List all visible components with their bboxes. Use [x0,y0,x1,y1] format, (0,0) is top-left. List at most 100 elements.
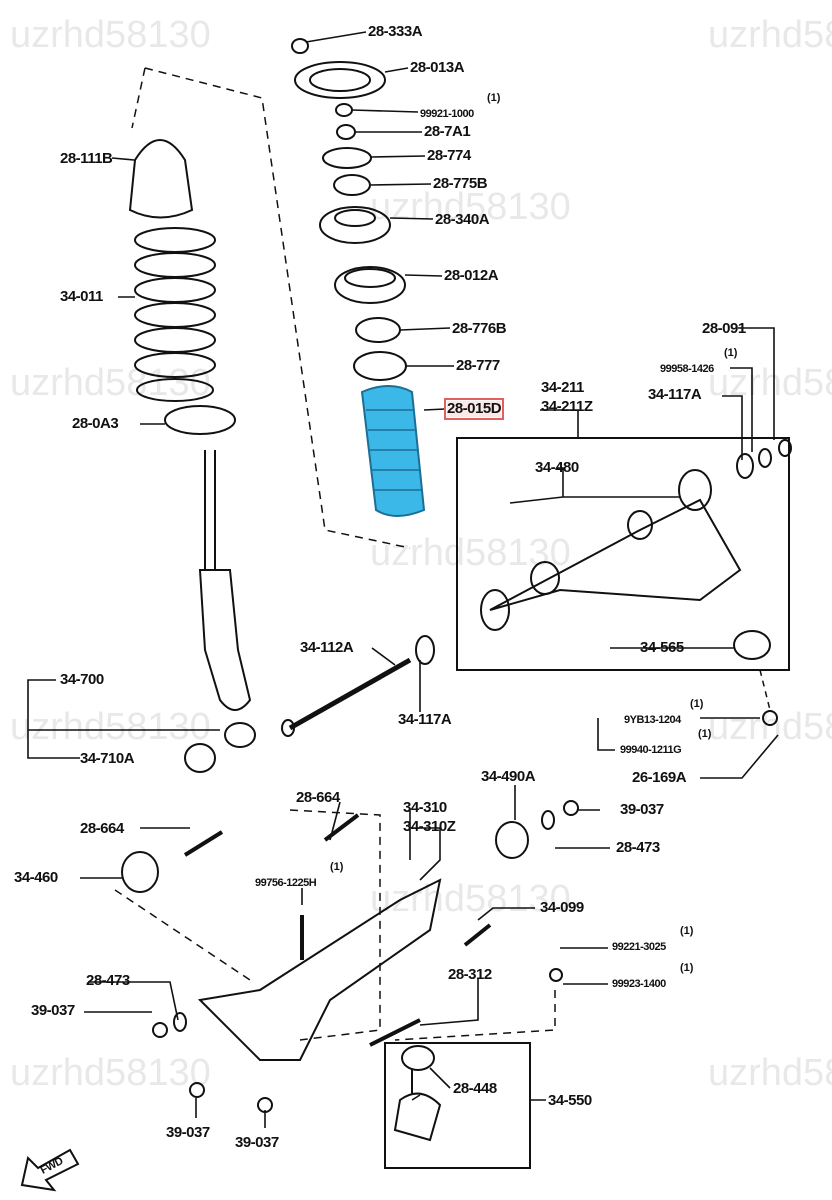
part-label[interactable]: 39-037 [620,801,664,818]
part-label[interactable]: 34-565 [640,639,684,656]
dashed-group-line [131,67,146,129]
part-label[interactable]: 26-169A [632,769,687,786]
quantity-note: (1) [698,728,712,740]
part-label[interactable]: 28-664 [80,820,124,837]
watermark: uzrhd58130 [708,362,832,404]
quantity-note: (1) [690,698,704,710]
bushing [333,174,371,196]
lower-arm [197,878,442,1061]
part-label[interactable]: 28-333A [368,23,423,40]
part-label[interactable]: 34-211Z [541,398,593,415]
ball-joint-boot [733,630,771,660]
part-label[interactable]: 99921-1000 [420,108,474,120]
part-label[interactable]: 28-776B [452,320,507,337]
upper-arm [489,498,742,611]
part-label[interactable]: 34-117A [398,711,452,728]
watermark: uzrhd58130 [10,14,211,56]
part-label[interactable]: 28-774 [427,147,471,164]
watermark: uzrhd58130 [370,186,571,228]
part-label[interactable]: 34-700 [60,671,104,688]
part-label[interactable]: 99958-1426 [660,363,714,375]
part-label[interactable]: 28-473 [86,972,130,989]
dashed-group-line [759,669,771,711]
part-label[interactable]: 28-012A [444,267,499,284]
quantity-note: (1) [724,347,738,359]
part-label[interactable]: 28-664 [296,789,340,806]
watermark: uzrhd58130 [370,878,571,920]
part-label[interactable]: 34-211 [541,379,584,396]
part-label[interactable]: 99940-1211G [620,744,682,756]
bushing [121,851,159,893]
part-label-highlighted[interactable]: 28-015D [443,398,505,420]
spring-seat [164,405,236,435]
part-label[interactable]: 28-340A [435,211,490,228]
nut [257,1097,273,1113]
shock-absorber [198,450,252,711]
part-label[interactable]: 28-013A [410,59,465,76]
bump-stop-top [355,317,401,343]
part-label[interactable]: 28-312 [448,966,492,983]
part-label[interactable]: 28-775B [433,175,488,192]
part-label[interactable]: 34-011 [60,288,103,305]
washer [736,453,754,479]
nut [335,103,353,117]
part-label[interactable]: 34-099 [540,899,584,916]
part-label[interactable]: 28-473 [616,839,660,856]
part-label[interactable]: 99756-1225H [255,877,317,889]
bushing [495,821,529,859]
part-label[interactable]: 34-550 [548,1092,592,1109]
ball-joint-box [384,1042,531,1169]
part-label[interactable]: 99923-1400 [612,978,666,990]
part-label[interactable]: 28-448 [453,1080,497,1097]
part-label[interactable]: 28-7A1 [424,123,471,140]
dust-boot [360,385,426,517]
bolt [183,813,492,1047]
watermark: uzrhd58130 [370,532,571,574]
nut [563,800,579,816]
upper-arm-box [456,437,790,671]
part-label[interactable]: 39-037 [31,1002,75,1019]
dashed-group-line [144,67,411,549]
nut [291,38,309,54]
watermark: uzrhd58130 [708,1052,832,1094]
nut [336,124,356,140]
part-label[interactable]: 34-460 [14,869,58,886]
nut [189,1082,205,1098]
part-label[interactable]: 34-117A [648,386,702,403]
watermark: uzrhd58130 [10,706,211,748]
part-label[interactable]: 34-480 [535,459,579,476]
ball-joint [393,1070,442,1142]
washer [322,147,372,169]
ball-joint-boot [401,1045,435,1071]
part-label[interactable]: 34-490A [481,768,536,785]
part-label[interactable]: 28-0A3 [72,415,119,432]
part-label[interactable]: 28-111B [60,150,113,167]
leader-lines [27,31,779,1128]
quantity-note: (1) [330,861,344,873]
part-label[interactable]: 34-112A [300,639,354,656]
part-label[interactable]: 34-310 [403,799,447,816]
watermark: uzrhd58130 [708,706,832,748]
part-label[interactable]: 9YB13-1204 [624,714,681,726]
mount-plate [294,61,386,99]
part-label[interactable]: 99221-3025 [612,941,666,953]
coil-spring [134,227,216,402]
part-label[interactable]: 34-710A [80,750,135,767]
part-label[interactable]: 39-037 [166,1124,210,1141]
part-label[interactable]: 28-777 [456,357,500,374]
washer [415,635,435,665]
part-label[interactable]: 28-091 [702,320,746,337]
part-label[interactable]: 39-037 [235,1134,279,1151]
dust-cap [353,351,407,381]
quantity-note: (1) [680,925,694,937]
dashed-group-line [114,809,556,1041]
fwd-arrow-icon [20,1148,80,1192]
nut [152,1022,168,1038]
watermark: uzrhd58130 [708,14,832,56]
bolt [288,657,412,731]
washer [541,810,555,830]
nut [762,710,778,726]
part-label[interactable]: 34-310Z [403,818,456,835]
strut-mount [319,206,391,244]
